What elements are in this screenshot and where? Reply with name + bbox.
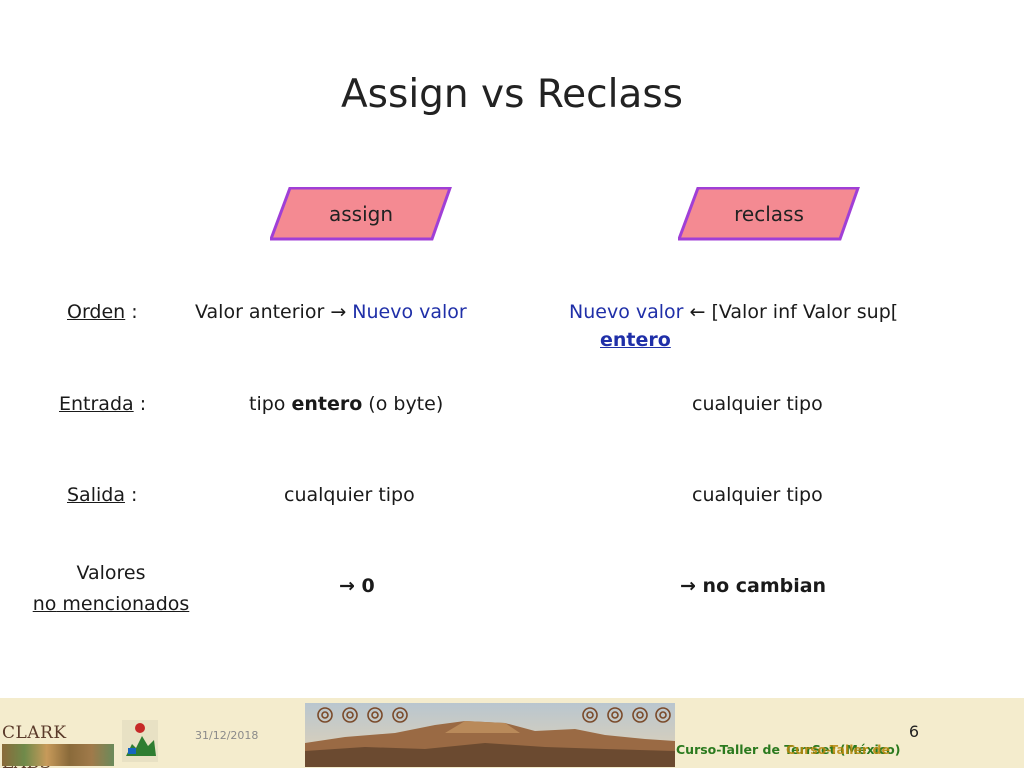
assign-shape-label: assign	[328, 202, 394, 226]
salida-label-colon: :	[124, 484, 138, 506]
orden-assign-before: Valor anterior	[195, 301, 331, 323]
entrada-reclass: cualquier tipo	[692, 393, 823, 415]
footer-caption-overlay: Curso-Taller de	[786, 742, 890, 757]
slide-title: Assign vs Reclass	[341, 72, 683, 117]
orden-assign-new: Nuevo valor	[346, 301, 467, 323]
valores-assign-value: 0	[354, 575, 375, 597]
page-number: 6	[908, 722, 920, 741]
institution-emblem-icon	[122, 720, 158, 762]
landscape-banner-image	[305, 703, 675, 767]
assign-shape: assign	[270, 187, 452, 241]
entero-link[interactable]: entero	[600, 329, 671, 351]
valores-label-rest: mencionados	[56, 593, 190, 615]
footer-caption: Curso-Taller de TerrSet (México) Curso-T…	[676, 742, 900, 757]
entrada-label-text: Entrada	[59, 393, 134, 415]
orden-label-text: Orden	[67, 301, 126, 323]
salida-assign: cualquier tipo	[284, 484, 415, 506]
arrow-right-icon: →	[680, 575, 696, 597]
reclass-shape-label: reclass	[734, 202, 804, 226]
orden-reclass-rest: [Valor inf Valor sup[	[705, 301, 899, 323]
entrada-assign: tipo entero (o byte)	[249, 391, 443, 418]
valores-assign: → 0	[339, 573, 375, 600]
entrada-assign-pre: tipo	[249, 393, 292, 415]
valores-label-line2: no mencionados	[24, 591, 198, 618]
valores-reclass-value: no cambian	[695, 575, 827, 597]
orden-reclass-entero: entero	[600, 327, 671, 354]
arrow-right-icon: →	[330, 301, 347, 323]
valores-label-line1: Valores	[76, 562, 146, 584]
orden-assign: Valor anterior → Nuevo valor	[195, 299, 467, 326]
entrada-label-colon: :	[133, 393, 147, 415]
valores-label-no: no	[32, 593, 57, 615]
salida-reclass: cualquier tipo	[692, 484, 823, 506]
entrada-label: Entrada :	[59, 391, 146, 418]
footer-caption-text: Curso-Taller de TerrSet (México)	[676, 742, 901, 757]
arrow-left-icon: ←	[689, 301, 706, 323]
salida-label: Salida :	[67, 482, 137, 509]
entrada-assign-bold: entero	[291, 393, 363, 415]
footer-date: 31/12/2018	[195, 729, 259, 742]
valores-reclass: → no cambian	[680, 573, 826, 600]
reclass-shape: reclass	[678, 187, 860, 241]
orden-label: Orden :	[67, 299, 138, 326]
orden-reclass-new: Nuevo valor	[569, 301, 690, 323]
assign-parallelogram	[270, 187, 452, 241]
entrada-assign-post: (o byte)	[362, 393, 444, 415]
orden-reclass: Nuevo valor ← [Valor inf Valor sup[	[569, 299, 898, 326]
reclass-parallelogram	[678, 187, 860, 241]
arrow-right-icon: →	[339, 575, 355, 597]
salida-label-text: Salida	[67, 484, 125, 506]
orden-label-colon: :	[125, 301, 138, 323]
logo-image-strip	[2, 744, 114, 766]
